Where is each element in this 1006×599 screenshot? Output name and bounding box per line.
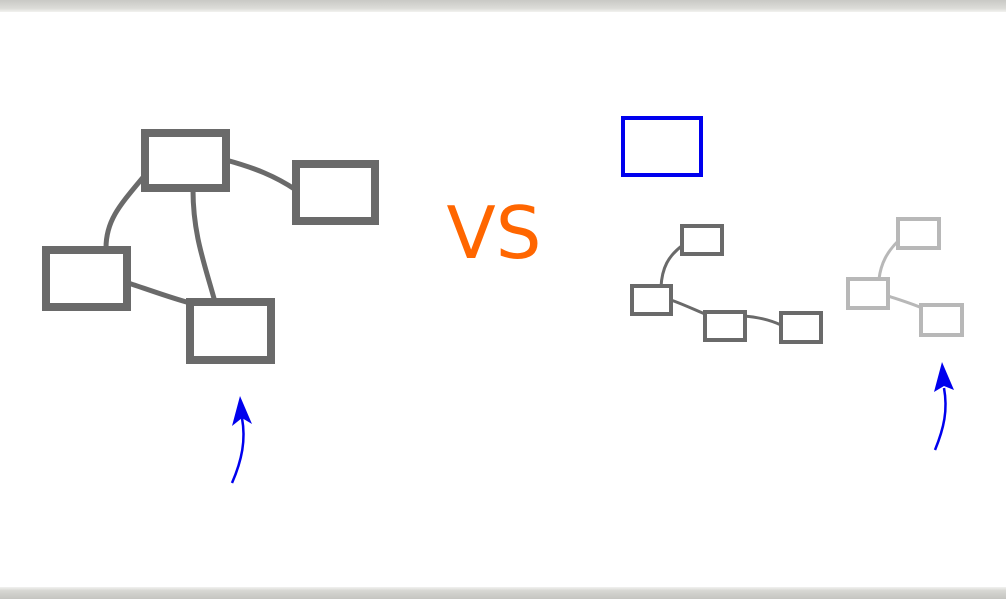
node-top [141, 129, 230, 192]
node-right [292, 160, 379, 225]
edge-left-to-middle-small [670, 298, 706, 316]
left-graph-nodes [42, 129, 379, 364]
edge-top-to-left-small [659, 243, 684, 288]
edge-top-to-left [103, 172, 148, 251]
small-node-left [630, 284, 673, 316]
node-bottom [186, 298, 275, 364]
ghost-node-left [846, 277, 890, 310]
small-node-top [680, 224, 724, 256]
ghost-graph [846, 217, 964, 337]
left-graph [42, 129, 379, 364]
right-graph-nodes [630, 224, 823, 344]
edge-left-to-bottom [125, 280, 193, 306]
left-graph-edges [103, 157, 299, 306]
right-graph [630, 224, 823, 344]
edge-top-to-right [223, 157, 299, 193]
curved-arrow-icon [933, 362, 954, 451]
node-left [42, 246, 131, 311]
ghost-edge-left-to-right [887, 294, 923, 310]
edge-top-to-bottom [190, 187, 218, 305]
vs-label: VS [447, 191, 542, 275]
highlight-box [621, 116, 703, 177]
bottom-frame-bar [0, 587, 1006, 599]
edge-middle-to-right-small [743, 314, 782, 327]
small-node-right [779, 311, 823, 344]
curved-arrow-icon [230, 396, 252, 484]
ghost-node-top [896, 217, 941, 250]
small-node-middle [703, 310, 747, 342]
right-graph-edges [659, 243, 782, 327]
top-frame-bar [0, 0, 1006, 12]
ghost-graph-nodes [846, 217, 964, 337]
ghost-node-right [919, 303, 964, 337]
